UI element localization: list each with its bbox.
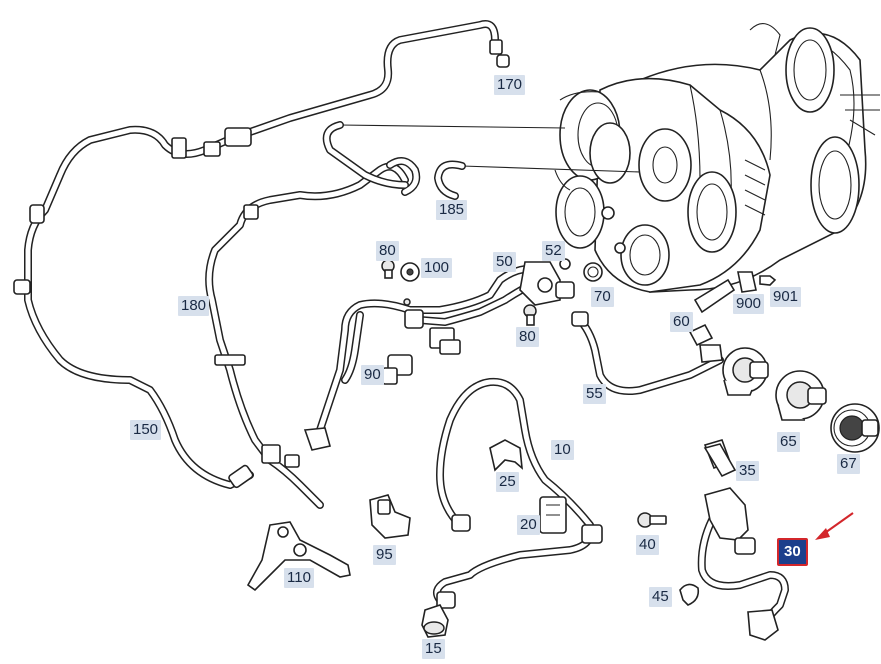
callout-60[interactable]: 60 (670, 312, 693, 332)
bracket-110 (246, 521, 351, 592)
hose-10 (432, 377, 603, 609)
callout-110[interactable]: 110 (284, 568, 314, 588)
callout-150[interactable]: 150 (130, 420, 162, 440)
callout-900[interactable]: 900 (733, 294, 765, 314)
leader-line (339, 124, 566, 129)
part-15 (421, 604, 449, 638)
hose-55 (571, 278, 736, 395)
line-150 (13, 20, 503, 489)
callout-25[interactable]: 25 (496, 472, 519, 492)
callout-95[interactable]: 95 (373, 545, 396, 565)
valve-65b (775, 370, 827, 421)
callout-45[interactable]: 45 (649, 587, 672, 607)
valve-67 (830, 403, 880, 453)
callout-100[interactable]: 100 (421, 258, 453, 278)
callout-90[interactable]: 90 (361, 365, 384, 385)
callout-170[interactable]: 170 (494, 75, 526, 95)
part-95 (369, 494, 411, 539)
turbocharger-assembly (554, 23, 880, 293)
part-20 (539, 496, 567, 534)
callout-67[interactable]: 67 (837, 454, 860, 474)
callout-10[interactable]: 10 (551, 440, 574, 460)
callout-15[interactable]: 15 (422, 639, 445, 659)
callout-185[interactable]: 185 (436, 200, 468, 220)
part-170 (496, 54, 510, 68)
callout-40[interactable]: 40 (636, 535, 659, 555)
callout-180[interactable]: 180 (178, 296, 210, 316)
callout-80[interactable]: 80 (516, 327, 539, 347)
callout-901[interactable]: 901 (770, 287, 802, 307)
callout-30-selected[interactable]: 30 (777, 538, 808, 566)
callout-50[interactable]: 50 (493, 252, 516, 272)
leader-line (461, 165, 641, 173)
part-25 (489, 439, 523, 472)
hose-50 (303, 261, 575, 451)
valve-65 (722, 347, 769, 396)
fittings (381, 258, 603, 326)
clip-45 (679, 583, 700, 606)
callout-55[interactable]: 55 (583, 384, 606, 404)
callout-80[interactable]: 80 (376, 241, 399, 261)
callout-20[interactable]: 20 (517, 515, 540, 535)
hose-185 (322, 121, 466, 200)
callout-52[interactable]: 52 (542, 241, 565, 261)
callout-35[interactable]: 35 (736, 461, 759, 481)
arrow (815, 512, 854, 540)
sensor-35 (703, 443, 737, 478)
bolt-40 (637, 512, 667, 528)
callout-65[interactable]: 65 (777, 432, 800, 452)
callout-70[interactable]: 70 (591, 287, 614, 307)
line-180 (205, 162, 409, 509)
part-900-901 (737, 271, 777, 293)
